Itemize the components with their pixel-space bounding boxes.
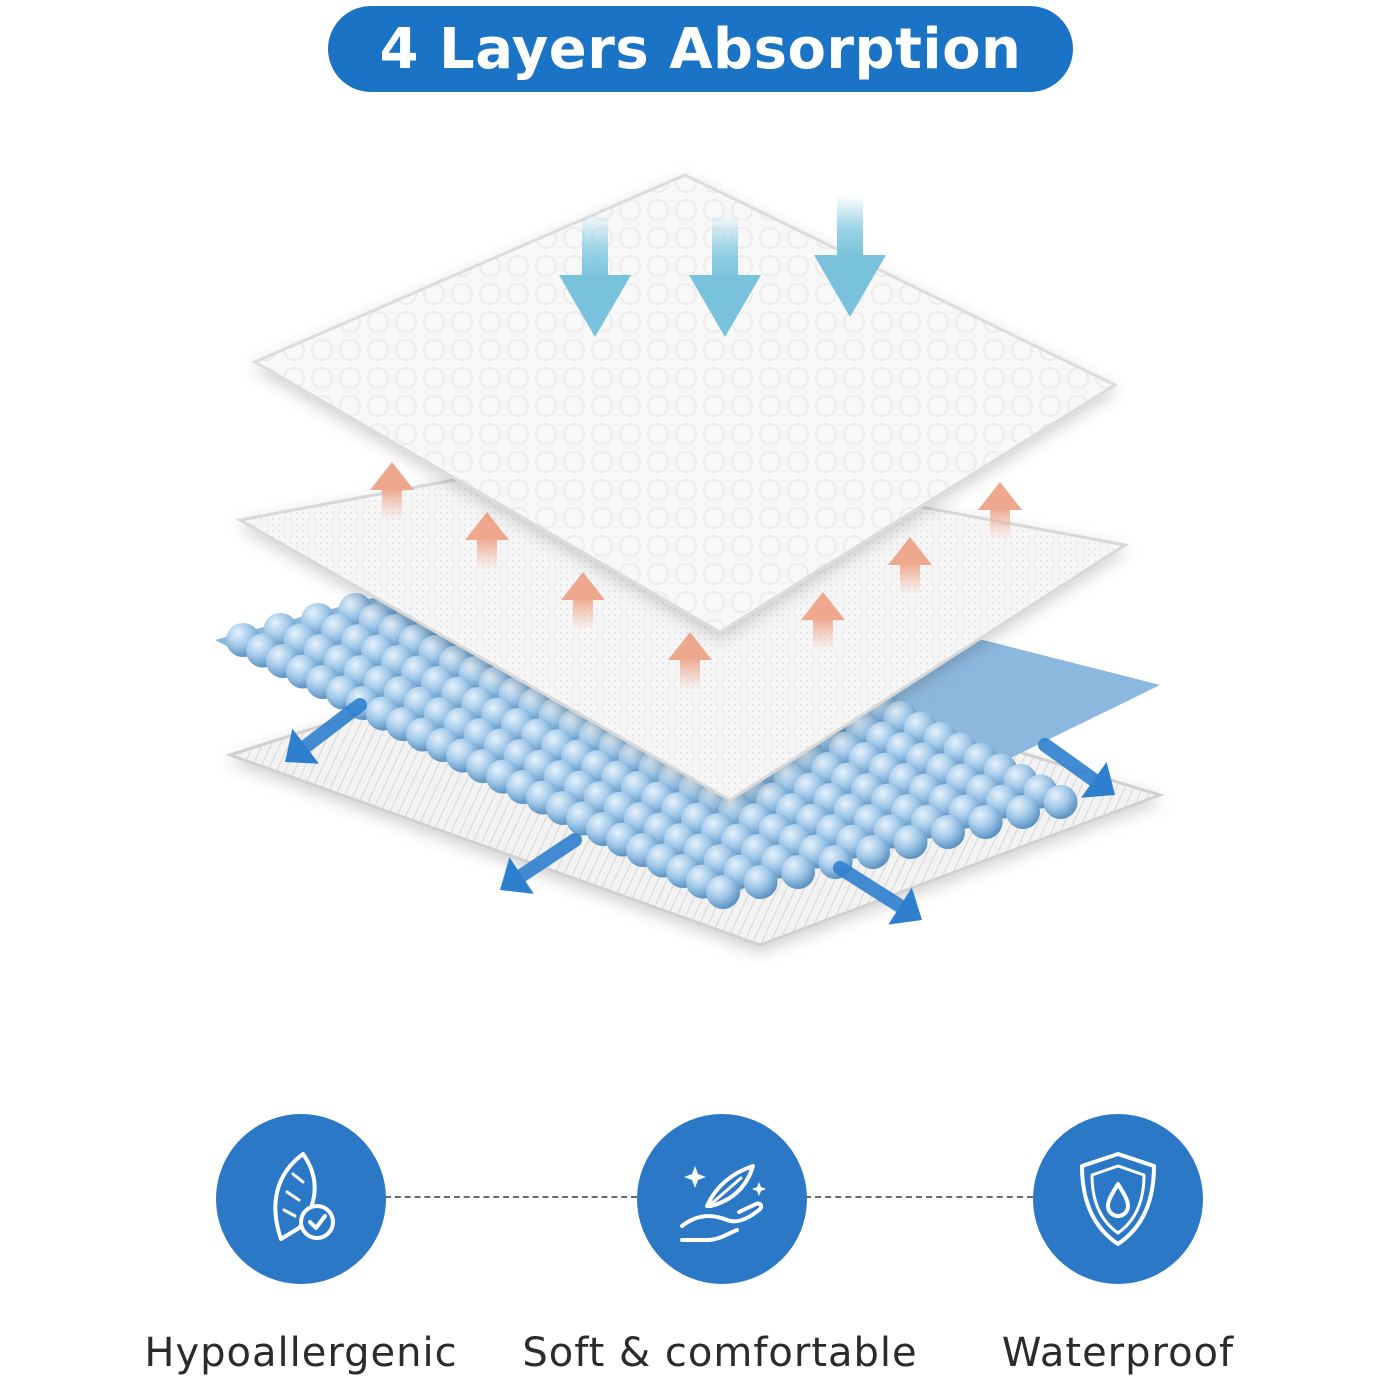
bead [856,835,890,869]
up-arrow [465,512,509,570]
feature-label-hypoallergenic: Hypoallergenic [144,1330,458,1376]
up-arrow [801,592,845,650]
title-pill: 4 Layers Absorption [328,6,1073,92]
layers-illustration [215,173,1165,947]
down-arrow [689,215,761,337]
feature-circle-soft [637,1114,807,1284]
feather-check-icon [273,1152,335,1241]
up-arrow [978,482,1022,540]
connector-line-left [385,1196,637,1198]
hand-feather-icon [680,1164,766,1242]
bead [1006,795,1040,829]
bead [931,815,965,849]
feature-circle-hypoallergenic [216,1114,386,1284]
page-title: 4 Layers Absorption [379,16,1022,82]
up-arrow [370,462,414,520]
bead [893,825,928,859]
bead [1043,785,1078,819]
spread-arrow [285,698,367,764]
up-arrow [888,537,932,595]
up-arrow [668,632,712,690]
up-arrow [561,572,605,630]
spread-arrow [500,833,582,894]
feature-label-waterproof: Waterproof [1001,1330,1235,1376]
feature-circle-waterproof [1033,1114,1203,1284]
bead [706,875,740,909]
down-arrows [559,195,886,337]
feature-label-soft: Soft & comfortable [522,1330,918,1376]
spread-arrow [1038,738,1115,798]
bead [781,855,815,889]
spread-arrows [285,698,1115,925]
up-arrows [370,462,1022,690]
top-layer [251,173,1119,634]
bead [743,865,778,899]
spread-arrow [833,861,922,925]
bead [968,805,1003,839]
down-arrow [814,195,886,317]
connector-line-right [805,1196,1033,1198]
shield-drop-icon [1080,1152,1156,1246]
down-arrow [559,215,631,337]
